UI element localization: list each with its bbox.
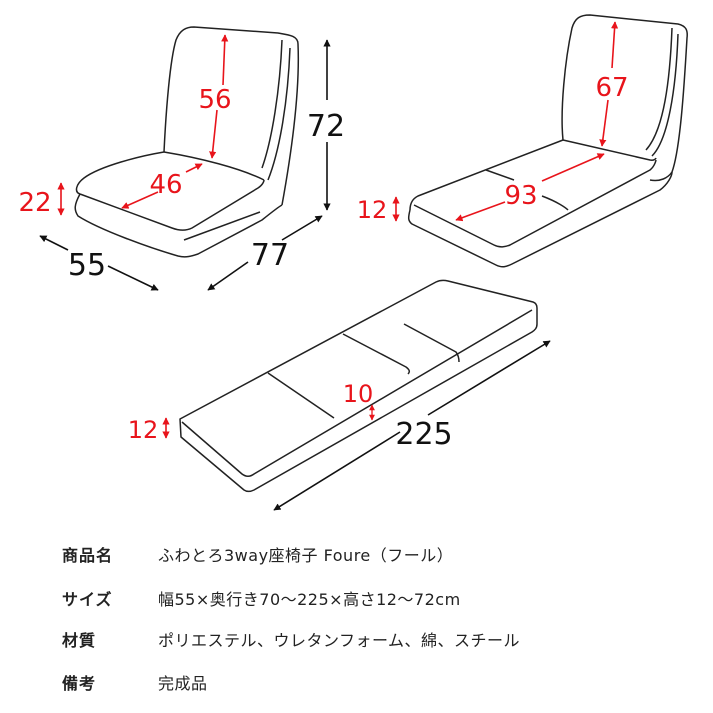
chair-seat-depth: 46 [149,170,182,200]
flat-mode-dimensions: 12 10 225 [128,340,551,511]
spec-row-notes: 備考 完成品 [0,670,713,700]
chair-total-height: 72 [307,109,345,144]
spec-row-material: 材質 ポリエステル、ウレタンフォーム、綿、スチール [0,627,713,657]
spec-label: 備考 [62,674,97,693]
chair-depth: 77 [251,238,289,273]
recline-mode-drawing [407,14,688,268]
spec-value: ポリエステル、ウレタンフォーム、綿、スチール [158,631,521,650]
flat-thickness: 12 [128,416,159,444]
spec-value: 完成品 [158,674,208,693]
spec-value: ふわとろ3way座椅子 Foure（フール） [158,546,454,565]
spec-label: 商品名 [62,546,114,565]
chair-mode-drawing [74,26,300,258]
chair-width: 55 [68,248,106,283]
spec-row-size: サイズ 幅55×奥行き70～225×高さ12～72cm [0,586,713,616]
chair-mode-dimensions: 56 46 22 72 55 77 [18,34,345,291]
spec-row-product-name: 商品名 ふわとろ3way座椅子 Foure（フール） [0,542,713,572]
recline-seat-thickness: 12 [357,196,388,224]
spec-label: サイズ [62,590,113,609]
spec-label: 材質 [62,631,97,650]
flat-segment-thickness: 10 [343,380,374,408]
spec-value: 幅55×奥行き70～225×高さ12～72cm [158,590,461,609]
flat-mode-drawing [179,279,538,493]
flat-length: 225 [395,417,452,452]
recline-seat-depth: 93 [504,181,537,211]
chair-backrest-height: 56 [198,85,231,115]
chair-seat-thickness: 22 [18,188,51,218]
dimension-diagram: 56 46 22 72 55 77 67 93 12 [18,14,688,511]
recline-mode-dimensions: 67 93 12 [357,21,629,224]
recline-backrest-height: 67 [595,73,628,103]
